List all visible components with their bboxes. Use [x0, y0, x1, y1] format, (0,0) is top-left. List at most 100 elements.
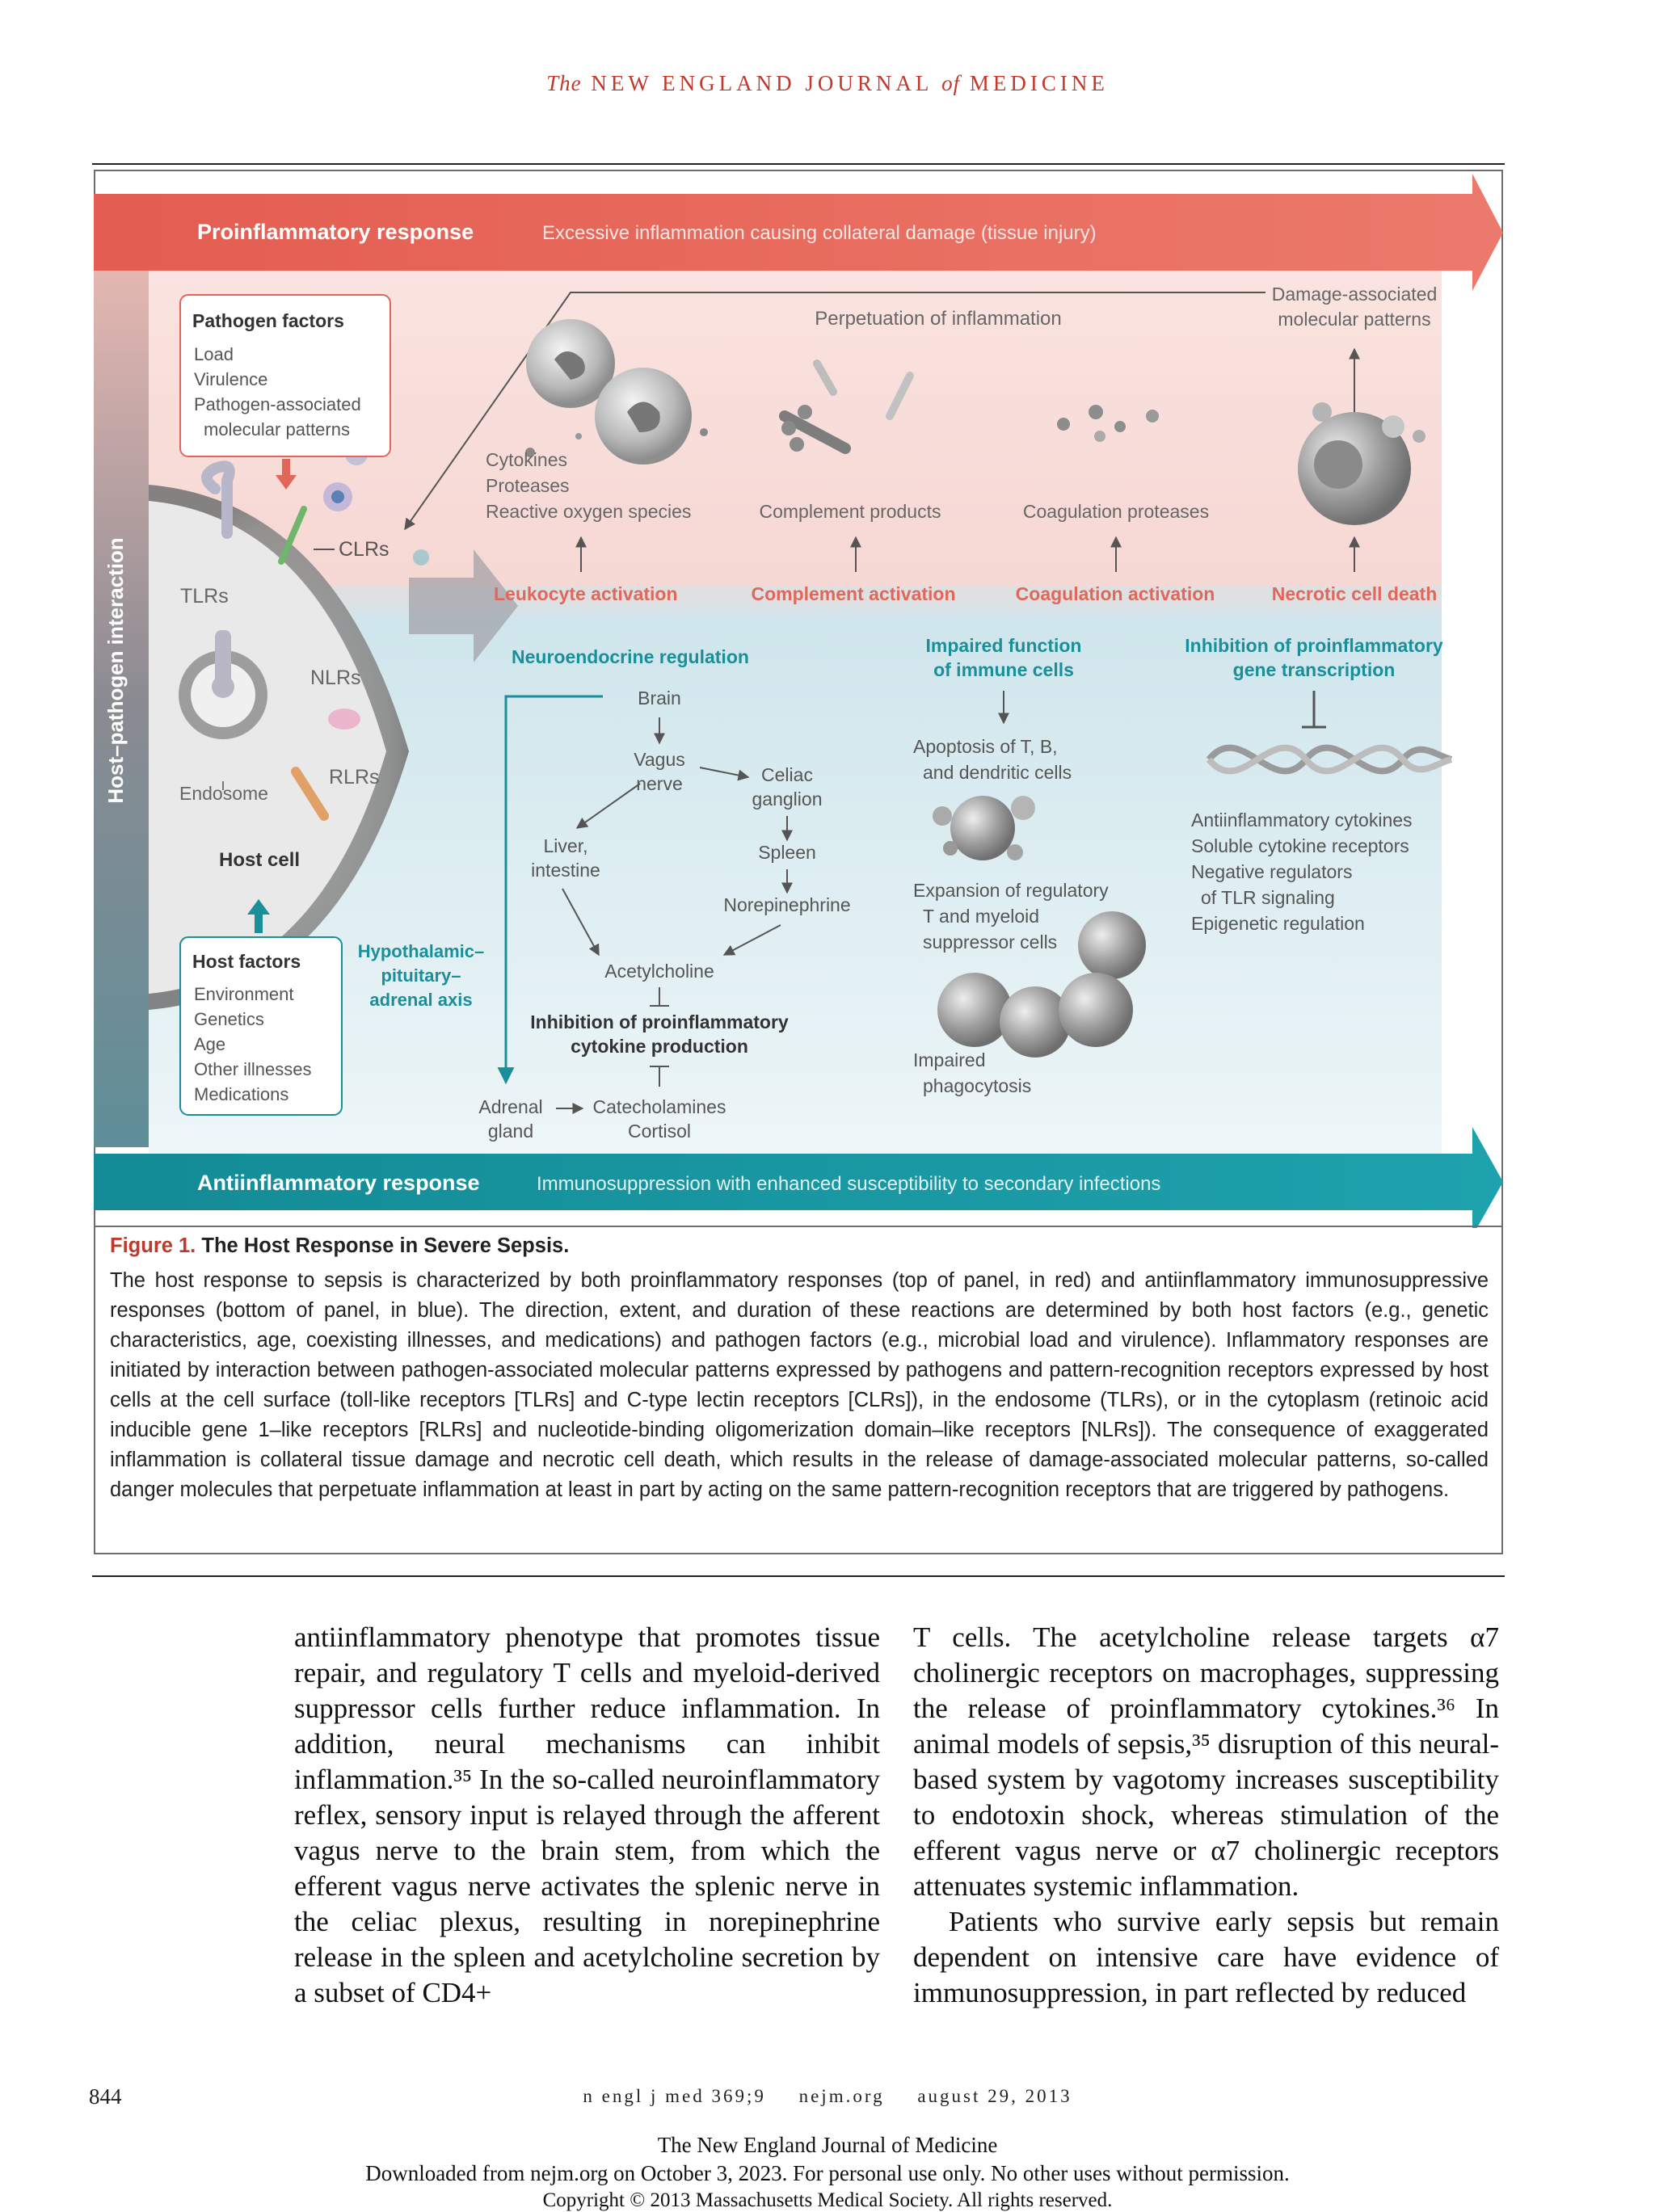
expansion-label: suppressor cells — [923, 931, 1057, 953]
damp-label: molecular patterns — [1278, 309, 1430, 330]
transcription-item: Antiinflammatory cytokines — [1191, 810, 1413, 831]
journal-header-of: of — [941, 71, 960, 95]
bottom-rule — [92, 1575, 1505, 1577]
body-paragraph: T cells. The acetylcholine release targe… — [913, 1620, 1499, 1904]
expansion-label: T and myeloid — [923, 906, 1039, 927]
antiinflammatory-description: Immunosuppression with enhanced suscepti… — [537, 1173, 1160, 1195]
antiinflammatory-label: Antiinflammatory response — [197, 1171, 480, 1195]
transcription-title: gene transcription — [1233, 659, 1396, 680]
leukocyte-product: Reactive oxygen species — [486, 501, 691, 522]
damp-label: Damage-associated — [1272, 284, 1438, 305]
hpa-axis-label: pituitary– — [381, 965, 461, 986]
body-column-right: T cells. The acetylcholine release targe… — [913, 1620, 1499, 2011]
proinflammatory-label: Proinflammatory response — [197, 220, 474, 244]
clrs-label: CLRs — [339, 538, 390, 561]
apoptotic-cell — [950, 796, 1015, 860]
pathogen-factor-item: Load — [194, 344, 234, 364]
pathogen-factor-item: Pathogen-associated — [194, 394, 361, 414]
host-factor-item: Genetics — [194, 1009, 264, 1029]
hpa-axis-label: Hypothalamic– — [358, 941, 485, 961]
coagulation-proteases-label: Coagulation proteases — [1023, 501, 1209, 522]
apoptosis-label: and dendritic cells — [923, 762, 1072, 783]
expansion-label: Expansion of regulatory — [913, 880, 1109, 901]
download-notice: Downloaded from nejm.org on October 3, 2… — [0, 2161, 1655, 2186]
download-notice: Copyright © 2013 Massachusetts Medical S… — [0, 2189, 1655, 2212]
leukocyte-product: Cytokines — [486, 449, 567, 470]
rlrs-label: RLRs — [329, 766, 380, 788]
body-paragraph: antiinflammatory phenotype that promotes… — [294, 1620, 880, 2011]
liver-intestine-label: Liver, — [544, 835, 588, 856]
vagus-nerve-label: Vagus — [634, 749, 685, 770]
tlrs-label: TLRs — [180, 585, 229, 608]
hpa-axis-label: adrenal axis — [369, 990, 472, 1010]
transcription-item: Negative regulators — [1191, 861, 1352, 882]
celiac-ganglion-label: Celiac — [761, 764, 813, 785]
catecholamines-label: Catecholamines — [593, 1096, 726, 1117]
perpetuation-label: Perpetuation of inflammation — [815, 308, 1062, 330]
necrotic-cell-death-label: Necrotic cell death — [1272, 583, 1438, 604]
inhibition-cytokine-label: Inhibition of proinflammatory — [530, 1011, 789, 1032]
adrenal-gland-label: Adrenal — [478, 1096, 542, 1117]
site: nejm.org — [799, 2086, 885, 2106]
complement-activation-label: Complement activation — [751, 583, 955, 604]
proinflammatory-description: Excessive inflammation causing collatera… — [542, 222, 1097, 244]
citation: n engl j med 369;9 — [583, 2086, 765, 2106]
figure-label: Figure 1. — [110, 1234, 196, 1257]
phagocyte-cell — [937, 973, 1012, 1047]
host-factor-item: Other illnesses — [194, 1059, 312, 1079]
journal-header-name: NEW ENGLAND JOURNAL — [591, 71, 932, 95]
apoptosis-label: Apoptosis of T, B, — [913, 736, 1058, 757]
pathogen-factors-title: Pathogen factors — [192, 310, 344, 331]
coagulation-molecule — [1057, 418, 1070, 431]
host-factors-title: Host factors — [192, 951, 301, 972]
impaired-function-title: Impaired function — [926, 635, 1082, 656]
pathogen-factor-item: Virulence — [194, 369, 267, 389]
norepinephrine-label: Norepinephrine — [723, 894, 850, 915]
transcription-item: Epigenetic regulation — [1191, 913, 1365, 934]
acetylcholine-label: Acetylcholine — [604, 961, 714, 982]
transcription-title: Inhibition of proinflammatory — [1185, 635, 1443, 656]
phagocytosis-label: Impaired — [913, 1049, 985, 1070]
figure-title: The Host Response in Severe Sepsis. — [201, 1234, 569, 1257]
figure-illustration: Host–pathogen interaction Proinflammator… — [94, 170, 1503, 1228]
journal-header-medicine: MEDICINE — [970, 71, 1109, 95]
coagulation-activation-label: Coagulation activation — [1016, 583, 1215, 604]
host-factor-item: Age — [194, 1034, 225, 1054]
phagocyte-cell — [1000, 986, 1071, 1058]
inhibition-cytokine-label: cytokine production — [571, 1036, 748, 1057]
phagocyte-cell — [1059, 973, 1133, 1047]
host-factor-item: Medications — [194, 1084, 288, 1104]
figure-caption: Figure 1. The Host Response in Severe Se… — [110, 1231, 1489, 1505]
complement-products-label: Complement products — [760, 501, 941, 522]
caption-text: The host response to sepsis is character… — [110, 1266, 1489, 1505]
liver-intestine-label: intestine — [531, 860, 600, 881]
transcription-item: Soluble cytokine receptors — [1191, 835, 1409, 856]
journal-header: The NEW ENGLAND JOURNAL of MEDICINE — [0, 71, 1655, 96]
issue-date: august 29, 2013 — [917, 2086, 1072, 2106]
regulatory-cell — [1078, 911, 1146, 979]
cortisol-label: Cortisol — [628, 1121, 691, 1142]
neuroendocrine-title: Neuroendocrine regulation — [512, 646, 749, 667]
adrenal-gland-label: gland — [488, 1121, 533, 1142]
vagus-nerve-label: nerve — [636, 773, 683, 794]
running-footer: n engl j med 369;9 nejm.org august 29, 2… — [0, 2086, 1655, 2107]
spleen-label: Spleen — [758, 842, 816, 863]
nlrs-label: NLRs — [310, 667, 361, 689]
leukocyte-product: Proteases — [486, 475, 570, 496]
journal-header-the: The — [546, 71, 582, 95]
transcription-item: of TLR signaling — [1201, 887, 1335, 908]
download-notice: The New England Journal of Medicine — [0, 2133, 1655, 2158]
body-paragraph: Patients who survive early sepsis but re… — [913, 1904, 1499, 2011]
leukocyte-activation-label: Leukocyte activation — [494, 583, 678, 604]
host-factor-item: Environment — [194, 984, 294, 1004]
impaired-function-title: of immune cells — [933, 659, 1074, 680]
phagocytosis-label: phagocytosis — [923, 1075, 1031, 1096]
side-label: Host–pathogen interaction — [103, 537, 128, 803]
top-rule — [92, 163, 1505, 165]
celiac-ganglion-label: ganglion — [752, 788, 823, 810]
brain-label: Brain — [638, 688, 681, 709]
pathogen-factor-item: molecular patterns — [204, 419, 350, 439]
nlr-shape — [328, 709, 360, 730]
host-cell-label: Host cell — [219, 849, 300, 871]
body-column-left: antiinflammatory phenotype that promotes… — [294, 1620, 880, 2011]
